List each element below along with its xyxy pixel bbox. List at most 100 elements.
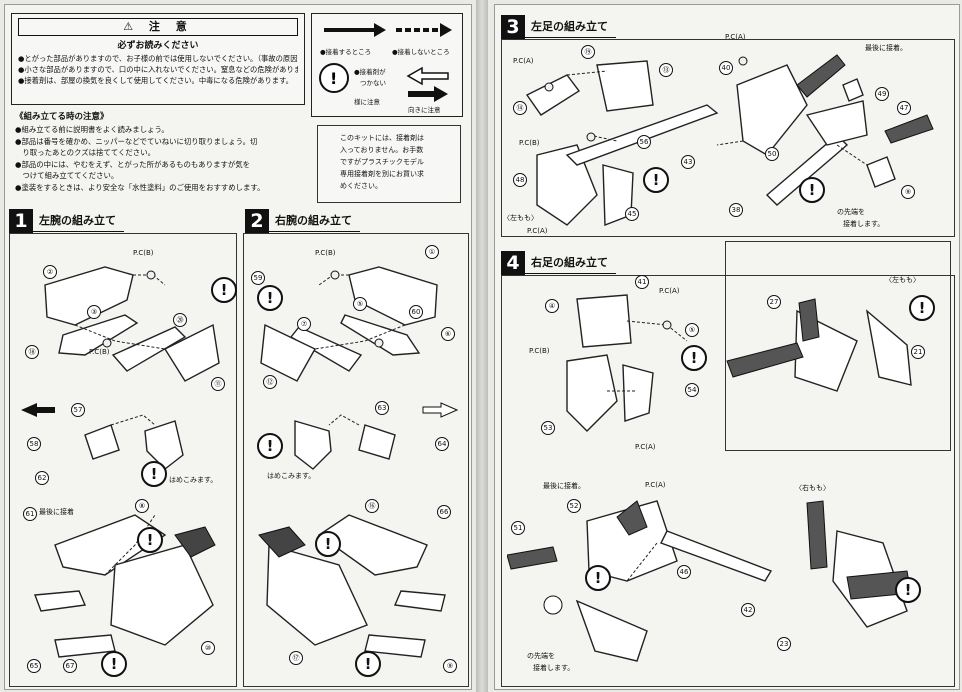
part-number: 53 bbox=[541, 421, 555, 435]
svg-text:!: ! bbox=[330, 69, 337, 88]
left-thigh-label: 〈左もも〉 bbox=[885, 276, 920, 284]
glue-notice-box: このキットには、接着剤は 入っておりません。お手数 ですがプラスチックモデル 専… bbox=[317, 125, 461, 203]
legend-warn-a: ●接着剤が bbox=[354, 68, 386, 76]
tip-glue-note-2: 接着します。 bbox=[533, 664, 575, 672]
part-number: 23 bbox=[777, 637, 791, 651]
warning-icon: ! bbox=[101, 651, 127, 677]
part-number: ⑥ bbox=[441, 327, 455, 341]
glue-notice-line: 入っておりません。お手数 bbox=[340, 146, 424, 154]
notes-title: 《組み立てる時の注意》 bbox=[15, 112, 109, 122]
part-number: ⑨ bbox=[443, 659, 457, 673]
caution-line: ●小さな部品がありますので、口の中に入れないでください。窒息などの危険があります… bbox=[18, 65, 298, 74]
part-number: ⑰ bbox=[289, 651, 303, 665]
warning-icon: ! bbox=[355, 651, 381, 677]
right-thigh-label: 〈右もも〉 bbox=[795, 484, 830, 492]
right-leg-diagram bbox=[507, 294, 912, 662]
left-arm-diagram bbox=[21, 266, 220, 658]
warning-icon: ! bbox=[211, 277, 237, 303]
glue-last-note: 最後に接着。 bbox=[865, 44, 907, 52]
warning-icon: ! bbox=[895, 577, 921, 603]
step-4-number: 4 bbox=[501, 251, 525, 275]
part-number: ⑤ bbox=[353, 297, 367, 311]
warning-icon: ! bbox=[137, 527, 163, 553]
glue-notice-line: めください。 bbox=[340, 182, 382, 190]
legend-noglue: ●接着しないところ bbox=[392, 48, 450, 56]
part-label-pca: P.C(A) bbox=[513, 57, 534, 65]
warning-icon: ! bbox=[315, 531, 341, 557]
part-number: ⑱ bbox=[25, 345, 39, 359]
part-number: 48 bbox=[513, 173, 527, 187]
tip-glue-note-2: 接着します。 bbox=[843, 220, 885, 228]
legend-arrows: ! bbox=[319, 23, 452, 102]
part-number: ④ bbox=[545, 299, 559, 313]
part-number: 62 bbox=[35, 471, 49, 485]
caution-line: ●とがった部品がありますので、お子様の前では使用しないでください。（事故の原因と… bbox=[18, 54, 298, 63]
part-number: ② bbox=[43, 265, 57, 279]
part-number: 65 bbox=[27, 659, 41, 673]
step-4-heading: 4 右足の組み立て bbox=[501, 251, 616, 275]
legend-warn-b: つかない bbox=[360, 79, 386, 87]
part-number: 63 bbox=[375, 401, 389, 415]
part-number: 58 bbox=[27, 437, 41, 451]
part-label-pcb: P.C(B) bbox=[133, 249, 154, 257]
caution-box: ⚠ 注 意 必ずお読みください ●とがった部品がありますので、お子様の前では使用… bbox=[11, 13, 305, 105]
step-4-frame bbox=[501, 275, 955, 687]
warning-icon: ! bbox=[643, 167, 669, 193]
part-number: 52 bbox=[567, 499, 581, 513]
legend-warn-c: 様に注意 bbox=[354, 98, 380, 106]
step-1-number: 1 bbox=[9, 209, 33, 233]
part-number: 38 bbox=[729, 203, 743, 217]
step-3-label: 左足の組み立て bbox=[525, 17, 616, 38]
part-number: ⑳ bbox=[173, 313, 187, 327]
part-label-pcb: P.C(B) bbox=[315, 249, 336, 257]
part-number: ⑤ bbox=[685, 323, 699, 337]
step-2-label: 右腕の組み立て bbox=[269, 211, 360, 232]
part-number: 40 bbox=[719, 61, 733, 75]
part-number: 61 bbox=[23, 507, 37, 521]
step-2-number: 2 bbox=[245, 209, 269, 233]
assembly-notes: 《組み立てる時の注意》 ●組み立てる前に説明書をよく読みましょう。 ●部品は番号… bbox=[15, 110, 305, 194]
glue-last-note: 最後に接着 bbox=[39, 508, 74, 516]
part-number: 21 bbox=[911, 345, 925, 359]
warning-icon: ! bbox=[141, 461, 167, 487]
part-number: ⑨ bbox=[901, 185, 915, 199]
part-number: ⑧ bbox=[135, 499, 149, 513]
part-label-pcb: P.C(B) bbox=[519, 139, 540, 147]
part-number: ⑪ bbox=[211, 377, 225, 391]
part-number: ⑩ bbox=[201, 641, 215, 655]
part-number: 43 bbox=[681, 155, 695, 169]
part-number: ⑦ bbox=[297, 317, 311, 331]
part-label-pca: P.C(A) bbox=[659, 287, 680, 295]
step-3-number: 3 bbox=[501, 15, 525, 39]
symbol-legend: ! ●接着するところ ●接着しないところ ●接着剤が つかない 様に注意 向きに… bbox=[311, 13, 463, 117]
left-page: ⚠ 注 意 必ずお読みください ●とがった部品がありますので、お子様の前では使用… bbox=[4, 4, 472, 690]
tip-glue-note: の先端を bbox=[527, 652, 555, 660]
warning-icon: ! bbox=[585, 565, 611, 591]
glue-notice-line: ですがプラスチックモデル bbox=[340, 158, 424, 166]
part-number: 41 bbox=[635, 275, 649, 289]
notes-line: ●塗装をするときは、より安全な「水性塗料」のご使用をおすすめします。 bbox=[15, 182, 265, 192]
part-number: ⑫ bbox=[263, 375, 277, 389]
warning-icon: ! bbox=[681, 345, 707, 371]
warning-icon: ! bbox=[909, 295, 935, 321]
tip-glue-note: の先端を bbox=[837, 208, 865, 216]
step-3-heading: 3 左足の組み立て bbox=[501, 15, 616, 39]
part-number: ① bbox=[425, 245, 439, 259]
glue-last-note: 最後に接着。 bbox=[543, 482, 585, 490]
warning-icon: ! bbox=[799, 177, 825, 203]
part-number: 54 bbox=[685, 383, 699, 397]
part-number: ⑲ bbox=[581, 45, 595, 59]
part-number: ⑭ bbox=[513, 101, 527, 115]
right-arm-diagram bbox=[258, 266, 459, 658]
left-thigh-label: 〈左もも〉 bbox=[503, 214, 538, 222]
notes-line: つけて組み立ててください。 bbox=[15, 171, 119, 181]
caution-line: ●接着剤は、部屋の換気を良くして使用してください。中毒になる危険があります。 bbox=[18, 76, 293, 85]
page-gutter bbox=[476, 0, 488, 692]
warning-icon: ! bbox=[257, 433, 283, 459]
glue-notice-line: 専用接着剤を別にお買い求 bbox=[340, 170, 424, 178]
step-1-label: 左腕の組み立て bbox=[33, 211, 124, 232]
part-number: ⑬ bbox=[659, 63, 673, 77]
step-1-heading: 1 左腕の組み立て bbox=[9, 209, 124, 233]
part-label-pca: P.C(A) bbox=[635, 443, 656, 451]
part-label-pca: P.C(A) bbox=[645, 481, 666, 489]
